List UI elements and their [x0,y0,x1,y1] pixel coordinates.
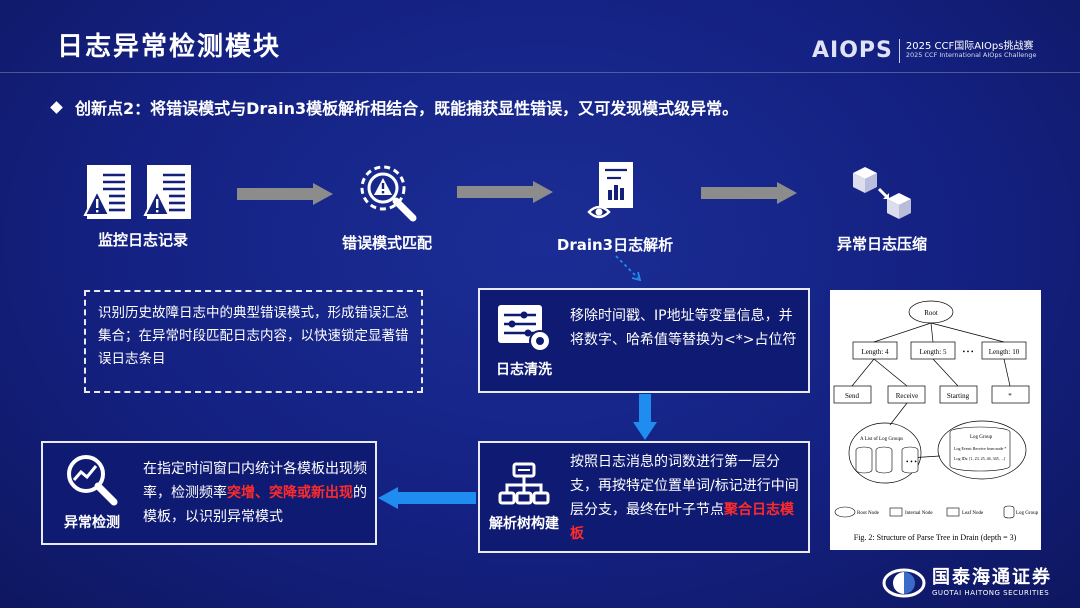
cubes-compress-icon [853,167,911,219]
legend-item: Root Node [857,511,880,516]
hierarchy-icon [498,462,550,505]
card-description: 在指定时间窗口内统计各模板出现频率，检测频率突增、突降或新出现的模板，以识别异常… [143,461,367,525]
highlight-text: 突增、突降或新出现 [227,485,353,501]
tree-leaf: Starting [947,392,970,400]
step-label: 异常日志压缩 [836,235,927,253]
svg-text:• • •: • • • [906,458,917,466]
legend-item: Internal Node [905,511,933,516]
log-cleaning-card: 日志清洗 移除时间戳、IP地址等变量信息，并将数字、哈希值等替换为<*>占位符 [478,288,810,393]
magnifier-chart-icon [67,455,118,506]
magnifier-warning-gear-icon [360,165,417,222]
innovation-point: 创新点2：将错误模式与Drain3模板解析相结合，既能捕获显性错误，又可发现模式… [50,95,739,119]
brand-line2: 2025 CCF International AIOps Challenge [905,51,1037,60]
gray-arrow-icon [701,182,797,204]
anomaly-detection-card: 异常检测 在指定时间窗口内统计各模板出现频率，检测频率突增、突降或新出现的模板，… [41,441,377,545]
company-name-cn: 国泰海通证券 [932,567,1052,588]
tree-leaf: Send [845,392,860,400]
log-group-event: Log Event: Receive from node * [954,446,1006,451]
error-pattern-description: 识别历史故障日志中的典型错误模式，形成错误汇总集合；在异常时段匹配日志内容，以快… [84,290,423,393]
figure-caption: Fig. 2: Structure of Parse Tree in Drain… [854,533,1017,542]
innovation-text: 创新点2：将错误模式与Drain3模板解析相结合，既能捕获显性错误，又可发现模式… [75,99,739,118]
card-description: 移除时间戳、IP地址等变量信息，并将数字、哈希值等替换为<*>占位符 [570,308,797,348]
dashed-arrow-icon [615,255,642,282]
brand-line1: 2025 CCF国际AIOps挑战赛 [905,41,1034,53]
parse-tree-card: 解析树构建 按照日志消息的词数进行第一层分支，再按特定位置单词/标记进行中间层分… [478,441,810,553]
highlight-text: 聚合日志模板 [570,502,794,542]
log-group-title: Log Group [970,435,993,440]
title-divider [0,72,1080,73]
card-label: 解析树构建 [489,516,559,532]
tree-length-node: Length: 5 [919,348,947,356]
step-label: Drain3日志解析 [556,236,674,254]
tree-length-node: Length: 10 [989,348,1020,356]
report-eye-icon [587,162,633,219]
step-label: 错误模式匹配 [341,234,432,252]
tree-leaf: Receive [896,392,919,400]
warning-documents-icon [83,165,191,219]
step-label: 监控日志记录 [97,231,188,249]
step-drain3-parse: Drain3日志解析 [545,158,685,255]
gray-arrow-icon [457,181,553,203]
brand-divider [898,38,900,63]
legend-item: Log Group [1016,511,1039,516]
gray-arrow-icon [237,183,333,205]
step-error-pattern: 错误模式匹配 [322,160,452,253]
aiops-logo: AIOPS [812,38,893,63]
log-group-ids: Log IDs: [1, 23, 25, 46, 345, ...] [954,456,1006,462]
card-description: 按照日志消息的词数进行第一层分支，再按特定位置单词/标记进行中间层分支，最终在叶… [570,454,799,542]
tree-ellipsis: • • • [963,348,974,356]
log-groups-title: A List of Log Groups [860,437,903,442]
blue-down-arrow-icon [633,394,657,440]
step-compress-logs: 异常日志压缩 [812,163,952,254]
tree-length-node: Length: 4 [861,348,889,356]
legend-item: Leaf Node [962,511,984,516]
parse-tree-figure: Root Length: 4 Length: 5 • • • Length: 1… [830,290,1041,550]
tree-root: Root [924,309,938,317]
company-footer: 国泰海通证券 GUOTAI HAITONG SECURITIES [882,568,1052,598]
guotai-haitong-logo-icon [882,568,926,598]
tree-leaf: * [1008,392,1012,400]
company-name-en: GUOTAI HAITONG SECURITIES [932,589,1050,597]
diamond-bullet-icon [50,100,63,114]
card-label: 日志清洗 [496,361,552,378]
sliders-gear-icon [498,304,551,352]
page-title: 日志异常检测模块 [57,32,282,62]
step-monitor-logs: 监控日志记录 [78,163,208,250]
card-label: 异常检测 [64,515,120,531]
brand-logo: AIOPS 2025 CCF国际AIOps挑战赛 2025 CCF Intern… [812,38,1037,63]
blue-left-arrow-icon [378,487,476,509]
